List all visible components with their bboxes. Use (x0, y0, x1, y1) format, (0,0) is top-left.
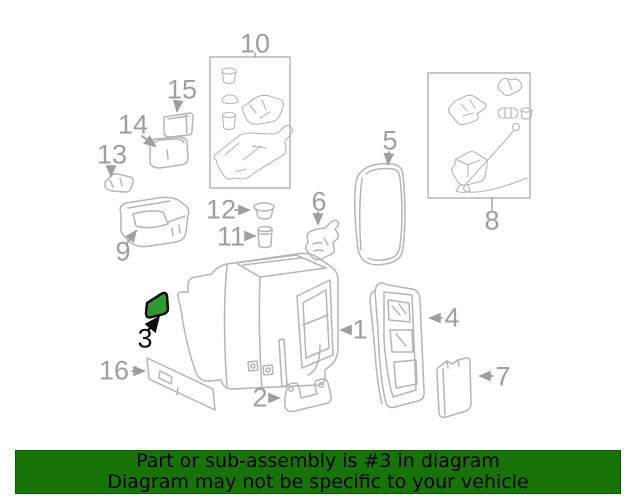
callout-arrows (105, 52, 494, 404)
callout-12[interactable]: 12 (205, 194, 237, 225)
callout-16[interactable]: 16 (98, 355, 130, 386)
callout-6[interactable]: 6 (311, 186, 327, 217)
part-1-console (177, 252, 339, 390)
part-13 (104, 173, 134, 193)
callout-8[interactable]: 8 (484, 205, 500, 236)
callout-3-highlighted[interactable]: 3 (137, 323, 153, 354)
callout-7[interactable]: 7 (495, 361, 511, 392)
callout-2[interactable]: 2 (252, 382, 268, 413)
part-10-kit-box (209, 56, 294, 189)
status-banner: Part or sub-assembly is #3 in diagram Di… (15, 450, 621, 494)
callout-10[interactable]: 10 (239, 28, 271, 59)
part-9 (119, 196, 190, 248)
callout-3-arrow (144, 315, 161, 334)
callout-5[interactable]: 5 (382, 125, 398, 156)
banner-line1: Part or sub-assembly is #3 in diagram (136, 450, 500, 472)
part-4-rear-panel (369, 282, 425, 409)
callout-1[interactable]: 1 (352, 314, 368, 345)
part-6 (304, 219, 340, 261)
part-15 (163, 112, 194, 138)
part-12 (253, 202, 275, 220)
callout-15[interactable]: 15 (166, 74, 198, 105)
part-2-bracket (284, 378, 332, 413)
part-16-trim (146, 357, 216, 411)
callout-11[interactable]: 11 (216, 221, 246, 252)
diagram-stage: 10 15 14 13 9 12 11 6 5 8 1 4 7 3 16 2 (96, 28, 533, 419)
callout-9[interactable]: 9 (115, 236, 131, 267)
part-3-highlighted[interactable] (144, 291, 170, 334)
part-11 (257, 225, 273, 249)
callout-14[interactable]: 14 (117, 109, 149, 140)
callout-4[interactable]: 4 (444, 302, 460, 333)
part-5 (353, 162, 406, 266)
parts-diagram-figure (104, 52, 533, 419)
callout-13[interactable]: 13 (96, 139, 128, 170)
banner-line2: Diagram may not be specific to your vehi… (107, 471, 529, 493)
part-14 (149, 136, 189, 169)
part-7-cover (436, 357, 472, 419)
part-8-kit-box (427, 72, 533, 199)
